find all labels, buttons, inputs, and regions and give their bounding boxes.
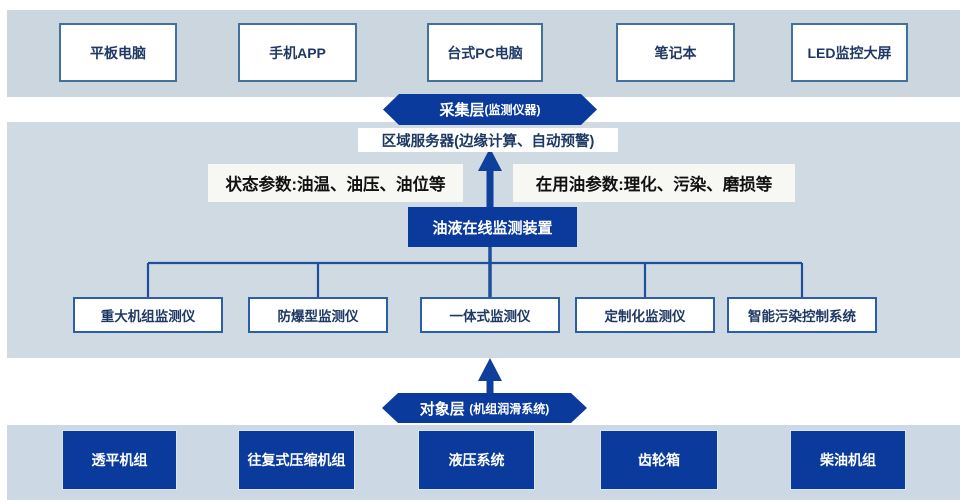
object-layer-subtitle: (机组润滑系统) — [469, 401, 550, 416]
equipment-box-turbine: 透平机组 — [62, 430, 177, 490]
device-box-mobile-app: 手机APP — [238, 23, 357, 82]
monitor-box-pollution-control: 智能污染控制系统 — [727, 297, 877, 333]
equipment-box-reciprocating-compressor: 往复式压缩机组 — [238, 430, 355, 490]
arrow-to-server-icon — [478, 148, 502, 208]
arrow-to-monitor-layer-icon — [478, 358, 502, 394]
monitor-box-customized: 定制化监测仪 — [575, 297, 715, 333]
monitor-box-explosion-proof: 防爆型监测仪 — [248, 297, 388, 333]
object-layer-pill: 对象层 (机组润滑系统) — [382, 393, 587, 423]
object-layer-title: 对象层 — [419, 400, 465, 418]
monitor-box-major-unit: 重大机组监测仪 — [73, 297, 223, 333]
equipment-box-hydraulic-system: 液压系统 — [418, 430, 535, 490]
oil-params-label: 在用油参数:理化、污染、磨损等 — [513, 164, 795, 202]
edge-server-box: 区域服务器(边缘计算、自动预警) — [358, 128, 618, 152]
device-box-laptop: 笔记本 — [616, 23, 735, 82]
equipment-box-gearbox: 齿轮箱 — [600, 430, 718, 490]
device-box-led-screen: LED监控大屏 — [791, 23, 908, 82]
collection-layer-subtitle: (监测仪器) — [484, 103, 541, 117]
equipment-box-diesel-unit: 柴油机组 — [790, 430, 906, 490]
collection-layer-pill: 采集层(监测仪器) — [383, 94, 597, 125]
monitor-box-integrated: 一体式监测仪 — [420, 297, 560, 333]
device-box-tablet: 平板电脑 — [59, 23, 177, 82]
status-params-label: 状态参数:油温、油压、油位等 — [208, 164, 463, 202]
device-box-desktop-pc: 台式PC电脑 — [427, 23, 543, 82]
online-monitor-device-box: 油液在线监测装置 — [408, 207, 577, 247]
collection-layer-title: 采集层 — [439, 102, 485, 119]
